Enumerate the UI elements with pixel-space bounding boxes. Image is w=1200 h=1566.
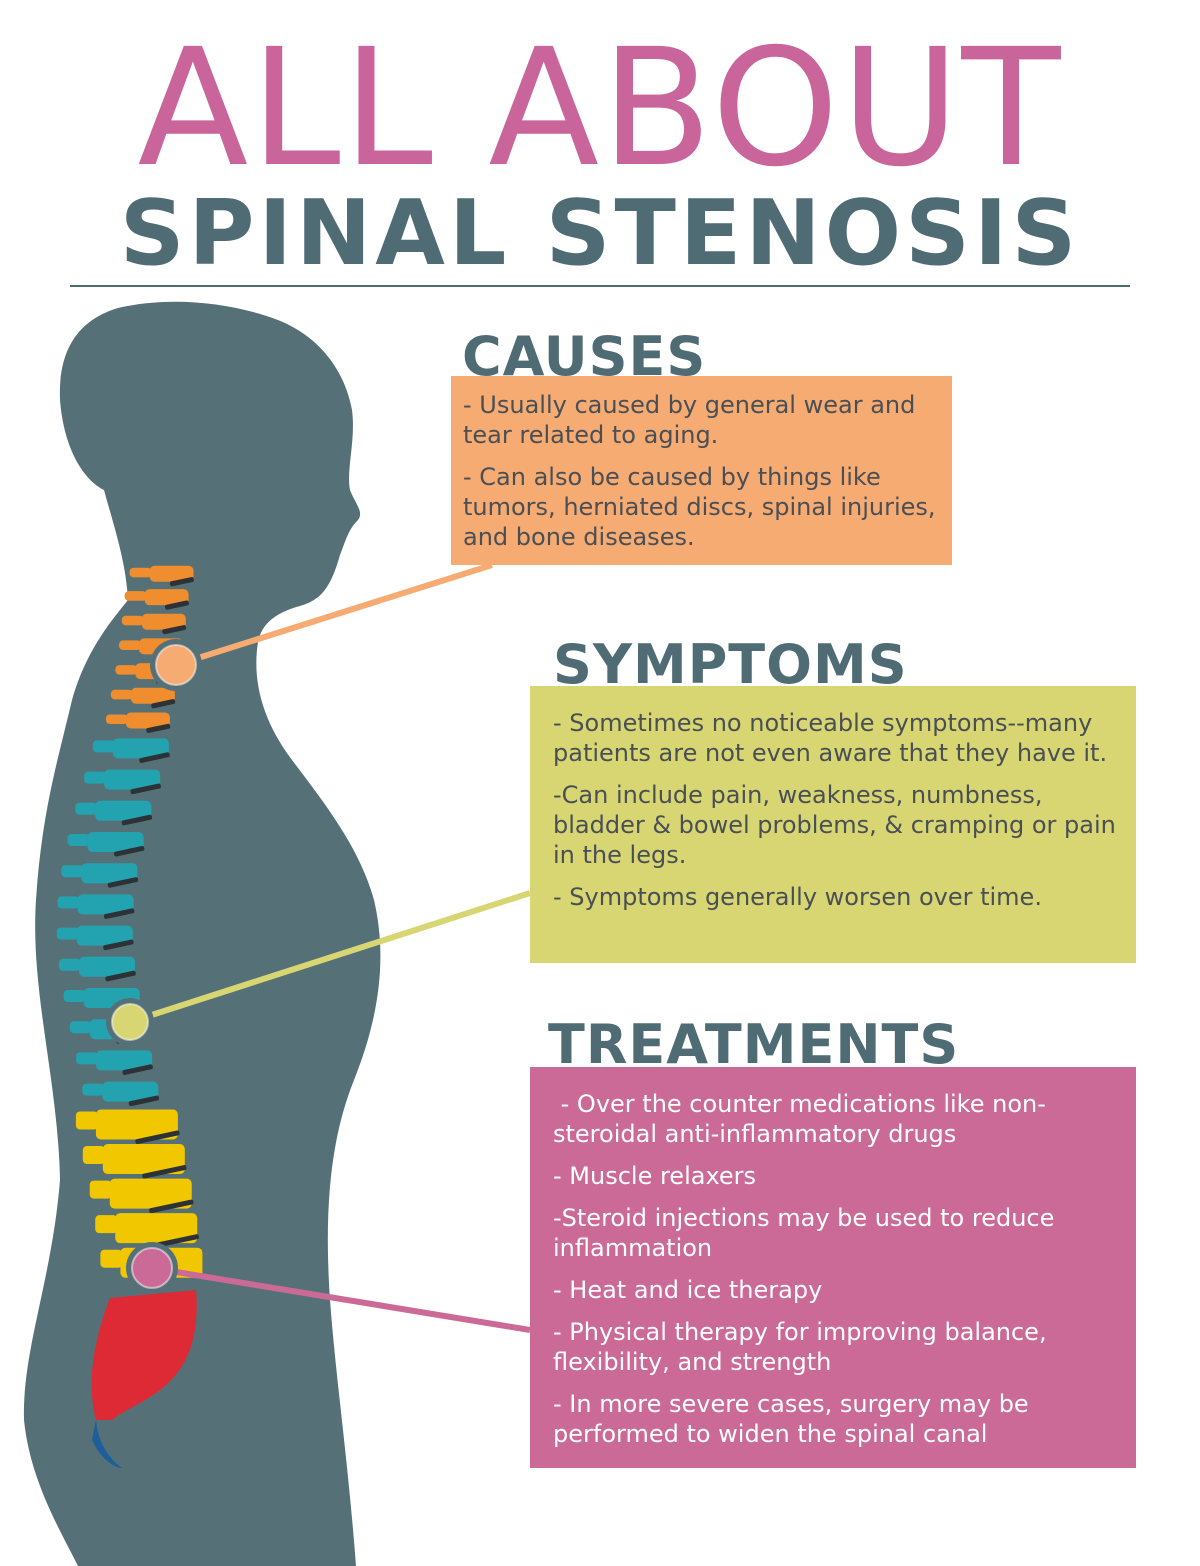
treatments-heading: TREATMENTS — [548, 1013, 960, 1076]
symptoms-connector-line — [129, 890, 531, 1025]
vertebra — [125, 712, 170, 729]
vertebra-process — [82, 1083, 105, 1096]
vertebra-process — [100, 1249, 123, 1268]
vertebra — [144, 589, 189, 606]
vertebra — [149, 565, 194, 582]
vertebra-process — [121, 615, 144, 626]
disc — [121, 814, 153, 826]
spine — [56, 565, 203, 1468]
disc — [103, 939, 134, 951]
vertebra — [96, 1050, 153, 1071]
vertebra-process — [57, 896, 80, 909]
vertebra-process — [129, 567, 152, 578]
disc — [128, 1095, 160, 1107]
vertebra-process — [67, 834, 90, 846]
symptoms-box: - Sometimes no noticeable symptoms--many… — [530, 686, 1136, 963]
vertebra-process — [59, 958, 82, 971]
vertebra — [77, 894, 134, 915]
vertebra — [130, 687, 175, 704]
disc — [103, 908, 135, 919]
vertebra-process — [61, 865, 84, 878]
treatments-item: - Heat and ice therapy — [553, 1276, 823, 1304]
vertebra-process — [63, 990, 86, 1002]
causes-heading: CAUSES — [462, 325, 707, 388]
treatments-box: - Over the counter medications like non-… — [530, 1067, 1136, 1468]
treatments-item: - Physical therapy for improving balance… — [553, 1318, 1047, 1376]
vertebra — [115, 1213, 198, 1244]
vertebra-process — [124, 591, 147, 601]
causes-box: - Usually caused by general wear and tea… — [451, 376, 952, 565]
vertebra — [95, 1109, 178, 1140]
symptoms-item: -Can include pain, weakness, numbness, b… — [553, 781, 1116, 869]
treatments-item: - In more severe cases, surgery may be p… — [553, 1390, 1029, 1448]
causes-marker — [155, 644, 197, 686]
vertebra — [79, 956, 136, 977]
disc — [162, 625, 187, 635]
disc — [105, 970, 136, 982]
disc — [135, 1130, 180, 1144]
disc — [151, 699, 176, 709]
disc — [139, 752, 170, 763]
vertebra-process — [76, 1052, 99, 1065]
symptoms-heading: SYMPTOMS — [553, 633, 908, 696]
vertebra — [109, 1178, 192, 1209]
title-spinal-stenosis: SPINAL STENOSIS — [119, 181, 1081, 286]
disc — [164, 600, 189, 610]
causes-item: - Can also be caused by things like tumo… — [463, 463, 936, 551]
vertebra — [112, 738, 169, 759]
vertebra-process — [75, 802, 98, 815]
title-all-about: ALL ABOUT — [137, 15, 1063, 203]
disc — [169, 577, 194, 587]
symptoms-item: - Sometimes no noticeable symptoms--many… — [553, 709, 1108, 767]
vertebra-process — [92, 740, 115, 753]
vertebra — [104, 769, 161, 790]
disc — [130, 783, 161, 795]
disc — [149, 1199, 194, 1214]
disc — [107, 877, 139, 888]
disc — [154, 1234, 200, 1248]
vertebra — [81, 863, 138, 884]
disc — [113, 845, 145, 857]
treatments-item: -Steroid injections may be used to reduc… — [553, 1204, 1055, 1262]
symptoms-item: - Symptoms generally worsen over time. — [553, 883, 1042, 911]
vertebra-process — [84, 771, 107, 784]
vertebra-process — [69, 1021, 92, 1034]
treatments-item: - Over the counter medications like non-… — [553, 1090, 1046, 1148]
causes-item: - Usually caused by general wear and tea… — [463, 391, 916, 449]
vertebra-process — [75, 1111, 98, 1130]
callout-connectors — [106, 562, 531, 1333]
treatments-item: - Muscle relaxers — [553, 1162, 757, 1190]
vertebra-process — [105, 714, 128, 725]
symptoms-marker — [111, 1003, 149, 1041]
vertebra-process — [82, 1146, 105, 1165]
treatments-marker — [131, 1247, 173, 1289]
vertebra — [102, 1144, 185, 1175]
coccyx — [92, 1420, 122, 1468]
vertebra — [87, 832, 144, 852]
vertebra — [95, 800, 152, 821]
treatments-connector-line — [151, 1265, 531, 1333]
vertebra-process — [115, 665, 138, 675]
vertebra-process — [56, 927, 79, 940]
vertebra-process — [95, 1215, 118, 1234]
vertebra — [102, 1081, 159, 1102]
disc — [122, 1064, 153, 1075]
sacrum — [91, 1290, 197, 1420]
vertebra — [76, 925, 133, 946]
disc — [142, 1165, 187, 1179]
disc — [146, 723, 171, 733]
title-divider — [70, 285, 1130, 287]
vertebra — [141, 613, 186, 630]
causes-connector-line — [175, 562, 493, 668]
vertebra-process — [110, 689, 133, 700]
vertebra-process — [119, 640, 142, 650]
vertebra-process — [89, 1180, 112, 1199]
